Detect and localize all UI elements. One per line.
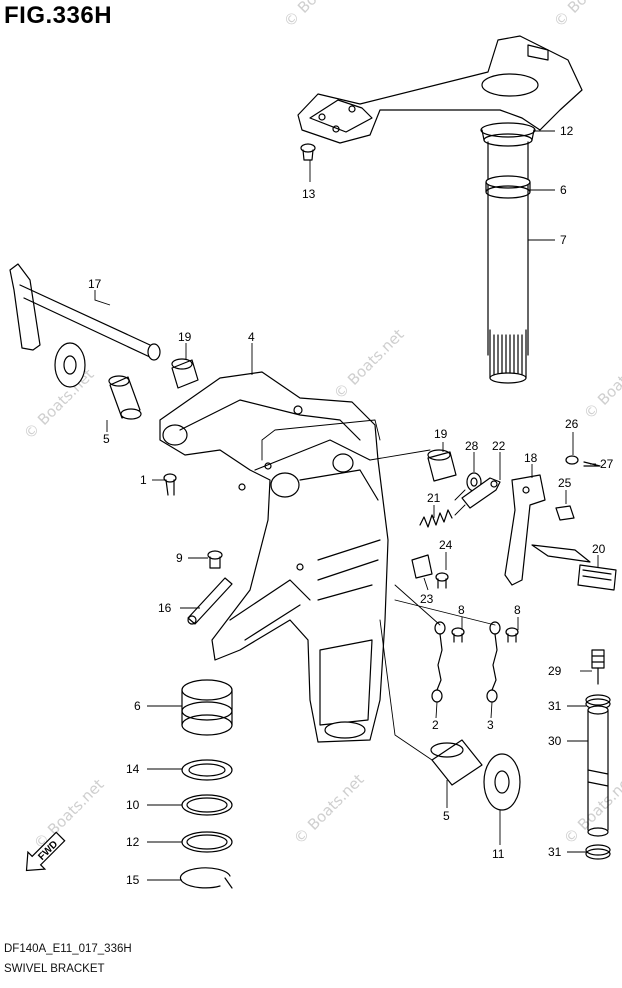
watermark-text: © Boats.net <box>330 325 408 403</box>
bracket-22 <box>461 477 501 509</box>
callout-label: 11 <box>492 847 505 861</box>
bushing-5-left <box>108 375 142 420</box>
callout-label: 4 <box>248 330 255 344</box>
callout-label: 9 <box>176 551 183 565</box>
callouts: 17 19 4 5 1 9 16 6 14 10 12 15 12 6 7 13… <box>88 124 614 887</box>
ground-wire-3 <box>486 621 501 703</box>
callout-label: 10 <box>126 798 140 812</box>
figure-name: SWIVEL BRACKET <box>4 963 105 975</box>
callout-label: 3 <box>487 718 494 732</box>
callout-label: 21 <box>427 491 441 505</box>
callout-label: 15 <box>126 873 140 887</box>
washer-10 <box>181 794 233 816</box>
bushing-6-lower <box>181 679 233 736</box>
figure-code: DF140A_E11_017_336H <box>4 943 132 955</box>
swivel-bracket-4 <box>159 371 389 743</box>
callout-label: 12 <box>126 835 140 849</box>
handle-20 <box>531 544 617 591</box>
callout-label: 8 <box>458 603 465 617</box>
steering-arm <box>297 35 583 144</box>
tilt-rod-17 <box>9 263 161 361</box>
watermark-text: © Boats.net <box>280 0 358 31</box>
nut-25 <box>555 505 575 521</box>
callout-label: 23 <box>420 592 434 606</box>
callout-label: 30 <box>548 734 562 748</box>
ground-wire-2 <box>431 621 446 703</box>
callout-label: 13 <box>302 187 316 201</box>
bushing-19-left <box>171 358 199 389</box>
bushing-19-right <box>427 449 457 482</box>
figure-title: FIG.336H <box>4 2 113 29</box>
watermark-text: © Boats.net <box>290 770 368 848</box>
callout-label: 29 <box>548 664 562 678</box>
callout-label: 28 <box>465 439 479 453</box>
bolt-8-right <box>505 627 519 643</box>
bushing-5-right <box>430 739 483 786</box>
washer-11 <box>483 753 521 811</box>
callout-label: 18 <box>524 451 538 465</box>
bolt-9 <box>207 550 223 569</box>
callout-label: 22 <box>492 439 506 453</box>
callout-label: 26 <box>565 417 579 431</box>
callout-label: 12 <box>560 124 574 138</box>
callout-label: 8 <box>514 603 521 617</box>
pin-26 <box>565 455 579 465</box>
bolt-8-left <box>451 627 465 643</box>
lever-16 <box>187 577 233 625</box>
clamp-31-upper <box>585 694 611 710</box>
washer-left <box>54 342 86 388</box>
callout-label: 27 <box>600 457 614 471</box>
lever-18 <box>504 474 546 586</box>
bolt-24 <box>435 572 449 589</box>
callout-label: 24 <box>439 538 453 552</box>
snap-ring-15 <box>179 867 233 889</box>
callout-label: 1 <box>140 473 147 487</box>
callout-label: 17 <box>88 277 102 291</box>
callout-label: 6 <box>560 183 567 197</box>
assembly-lines <box>261 419 496 761</box>
callout-label: 5 <box>443 809 450 823</box>
washer-14 <box>181 759 233 781</box>
washer-12 <box>181 831 233 853</box>
clamp-31-lower <box>585 844 611 860</box>
callout-label: 6 <box>134 699 141 713</box>
bolt-13 <box>300 143 316 161</box>
callout-label: 19 <box>434 427 448 441</box>
steering-shaft <box>480 122 536 384</box>
callout-label: 16 <box>158 601 172 615</box>
watermark-text: © Boats.net <box>30 775 108 853</box>
tube-30 <box>587 705 609 837</box>
watermark-text: © Boats.net <box>550 0 622 31</box>
clip-24 <box>411 554 433 579</box>
spring-21 <box>419 509 453 528</box>
callout-label: 7 <box>560 233 567 247</box>
grease-fitting-29 <box>591 649 605 685</box>
callout-label: 5 <box>103 432 110 446</box>
watermark-text: © Boats.net <box>560 770 622 848</box>
callout-label: 25 <box>558 476 572 490</box>
callout-label: 31 <box>548 699 562 713</box>
bolt-1 <box>163 473 177 496</box>
callout-label: 14 <box>126 762 140 776</box>
callout-label: 2 <box>432 718 439 732</box>
callout-label: 31 <box>548 845 562 859</box>
callout-label: 19 <box>178 330 192 344</box>
watermark-text: © Boats.net <box>580 345 622 423</box>
leader-lines <box>94 130 599 881</box>
callout-label: 20 <box>592 542 606 556</box>
